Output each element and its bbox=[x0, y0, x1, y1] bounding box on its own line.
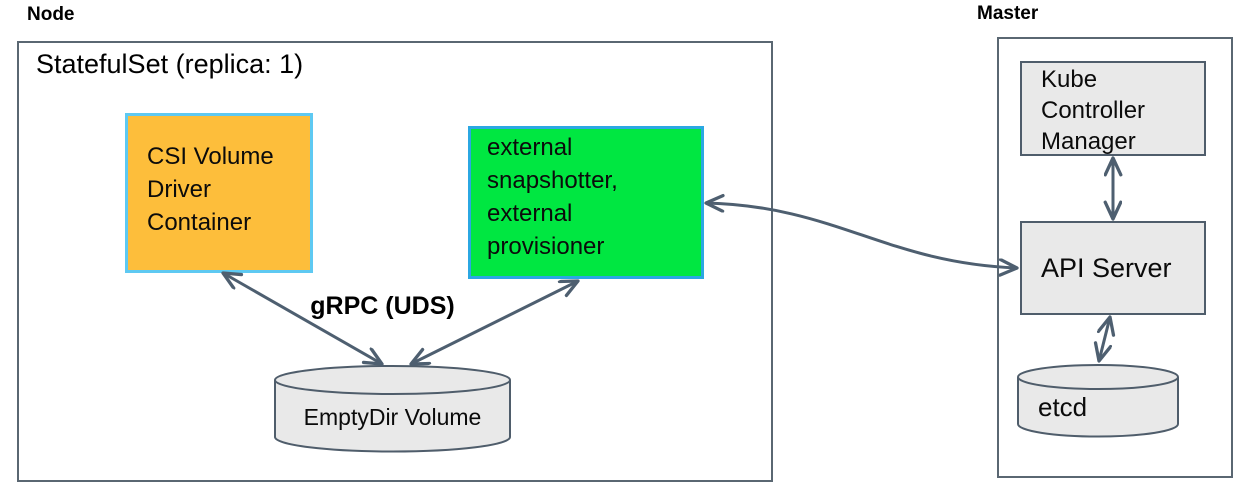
csi-volume-driver-box: CSI Volume Driver Container bbox=[125, 113, 313, 273]
node-label: Node bbox=[27, 4, 75, 25]
statefulset-label: StatefulSet (replica: 1) bbox=[36, 49, 304, 79]
master-label: Master bbox=[977, 3, 1039, 24]
etcd-label: etcd bbox=[1038, 392, 1088, 422]
emptydir-volume-label: EmptyDir Volume bbox=[303, 404, 482, 430]
external-snapshotter-provisioner-box: external snapshotter, external provision… bbox=[468, 126, 704, 279]
api-server-box: API Server bbox=[1020, 221, 1206, 315]
grpc-uds-label: gRPC (UDS) bbox=[310, 292, 455, 320]
kube-controller-manager-box: Kube Controller Manager bbox=[1020, 61, 1206, 156]
api-server-label: API Server bbox=[1041, 252, 1172, 283]
